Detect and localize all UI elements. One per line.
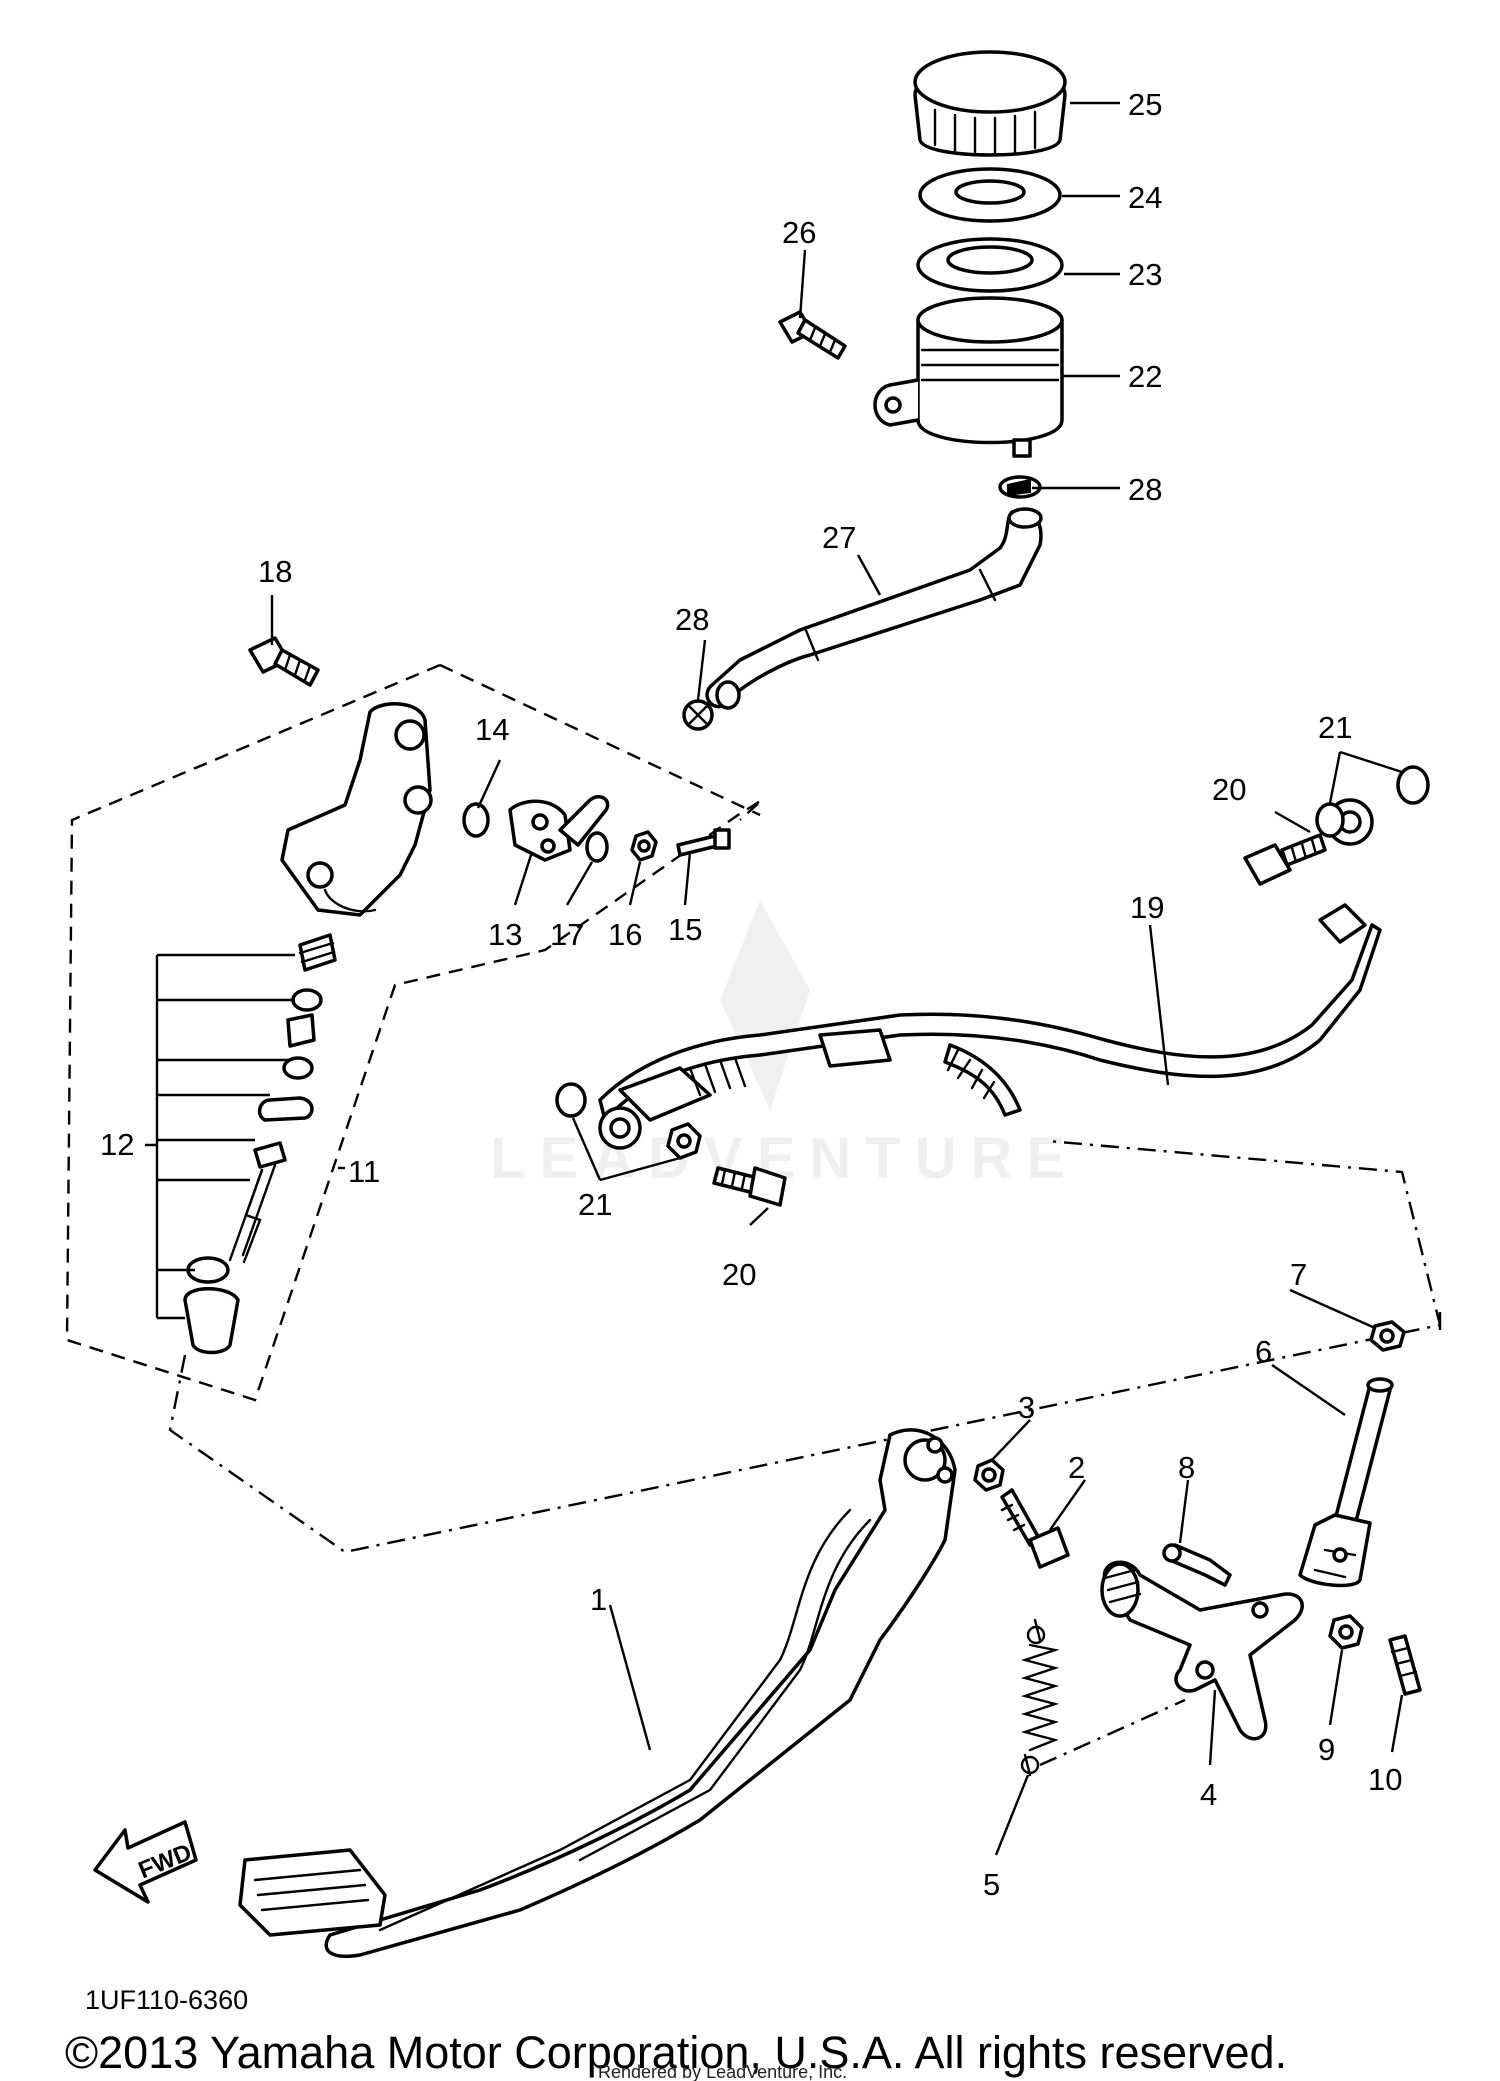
copper-washer-upper-right	[1396, 765, 1430, 805]
spring-hook-line	[1039, 1698, 1186, 1767]
reservoir-tank	[873, 296, 1064, 458]
union-bolt-lower	[712, 1166, 787, 1207]
callout-24: 24	[1128, 180, 1162, 215]
callout-7: 7	[1290, 1257, 1307, 1292]
callout-8: 8	[1178, 1450, 1195, 1485]
callout-13: 13	[488, 917, 522, 952]
pedal-bolt	[1000, 1488, 1070, 1569]
diaphragm-plate	[918, 167, 1062, 223]
callout-11: 11	[348, 1154, 380, 1189]
bolt-15	[676, 828, 731, 857]
callout-3: 3	[1018, 1390, 1035, 1425]
push-rod	[1298, 1377, 1394, 1588]
washer-17	[585, 831, 609, 863]
callout-19: 19	[1130, 890, 1164, 925]
callout-15: 15	[668, 912, 702, 947]
callout-4: 4	[1200, 1777, 1217, 1812]
watermark-logo	[720, 900, 810, 1110]
callout-22: 22	[1128, 359, 1162, 394]
callout-21-upper: 21	[1318, 710, 1352, 745]
callout-17: 17	[550, 917, 584, 952]
hose-clip-lower	[682, 699, 714, 731]
rendered-by-credit: Rendered by LeadVenture, Inc.	[598, 2062, 847, 2081]
callout-26: 26	[782, 215, 816, 250]
callout-14: 14	[475, 712, 509, 747]
leader-12-bracket	[145, 953, 295, 1320]
callouts: 1 2 3 4 5 6 7 8 9 10 11 12 13 14 15 16 1…	[100, 87, 1402, 1902]
pedal-group-outline	[168, 1139, 1442, 1554]
lock-nut	[1328, 1614, 1364, 1650]
callout-20-lower: 20	[722, 1257, 756, 1292]
copper-washer-lower-left	[555, 1082, 587, 1118]
callout-18: 18	[258, 554, 292, 589]
callout-12: 12	[100, 1127, 134, 1162]
brake-pedal	[238, 1428, 957, 1958]
assembly-outline-11	[65, 663, 763, 1402]
callout-2: 2	[1068, 1450, 1085, 1485]
brake-hose	[598, 798, 1382, 1150]
drawing-code: 1UF110-6360	[85, 1985, 248, 2015]
callout-25: 25	[1128, 87, 1162, 122]
return-spring	[1020, 1618, 1060, 1777]
fwd-arrow: FWD	[93, 1820, 198, 1904]
union-fitting	[508, 795, 610, 862]
callout-21-lower: 21	[578, 1187, 612, 1222]
leader-lines	[270, 101, 1404, 1856]
reservoir-cap	[913, 50, 1067, 157]
union-bolt-upper	[1243, 833, 1327, 886]
piston-kit	[183, 933, 337, 1355]
reservoir-hose	[705, 507, 1043, 710]
callout-16: 16	[608, 917, 642, 952]
copyright-notice: ©2013 Yamaha Motor Corporation, U.S.A. A…	[65, 2027, 1287, 2078]
callout-28-upper: 28	[1128, 472, 1162, 507]
o-ring	[462, 802, 490, 838]
copper-washer-upper-left	[1315, 802, 1345, 838]
callout-23: 23	[1128, 257, 1162, 292]
callout-1: 1	[590, 1582, 607, 1617]
callout-20-upper: 20	[1212, 772, 1246, 807]
cotter-pin	[1162, 1543, 1232, 1587]
diaphragm	[916, 237, 1064, 293]
pedal-nut	[973, 1458, 1005, 1492]
nut-16	[630, 830, 658, 862]
callout-5: 5	[983, 1867, 1000, 1902]
callout-10: 10	[1368, 1762, 1402, 1797]
adjust-bolt	[1388, 1634, 1422, 1696]
reservoir-bolt	[778, 310, 847, 360]
pedal-shaft	[1100, 1560, 1304, 1741]
callout-27: 27	[822, 520, 856, 555]
copper-washer-lower-right	[666, 1122, 702, 1160]
callout-9: 9	[1318, 1732, 1335, 1767]
master-cylinder-body	[280, 702, 433, 917]
callout-6: 6	[1255, 1334, 1272, 1369]
rod-nut	[1369, 1320, 1406, 1352]
master-cylinder-bolt	[248, 636, 320, 687]
callout-28-lower: 28	[675, 602, 709, 637]
